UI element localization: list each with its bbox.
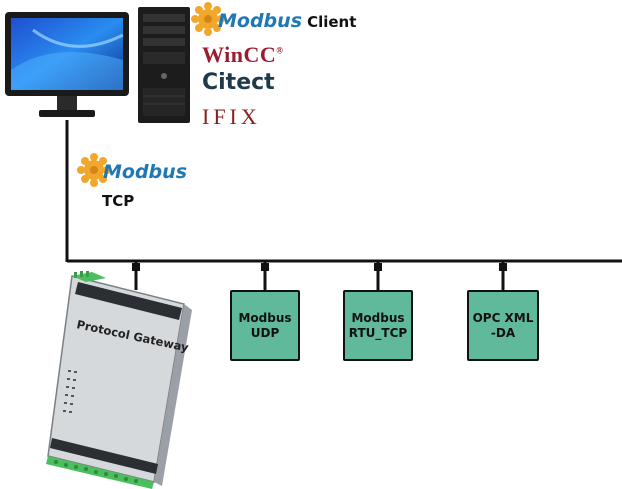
modbus-gear-icon — [191, 2, 225, 36]
modbus-tcp-logo-text: Modbus — [103, 161, 187, 183]
tower-pc-icon — [138, 7, 190, 123]
monitor-icon — [5, 12, 129, 117]
tcp-label: TCP — [102, 192, 135, 210]
citect-logo: Citect — [202, 70, 275, 95]
ifix-logo: IFIX — [202, 104, 261, 129]
client-label: Client — [307, 13, 357, 31]
protocol-gateway-device: Protocol Gateway — [46, 271, 192, 489]
modbus-rtu-tcp-box: Modbus RTU_TCP — [343, 290, 413, 361]
wincc-logo: WinCC® — [202, 42, 284, 67]
modbus-tcp-gear-icon — [77, 153, 111, 187]
modbus-client-logo-text: Modbus — [218, 10, 302, 32]
opc-xml-da-box: OPC XML -DA — [467, 290, 539, 361]
modbus-udp-box: Modbus UDP — [230, 290, 300, 361]
